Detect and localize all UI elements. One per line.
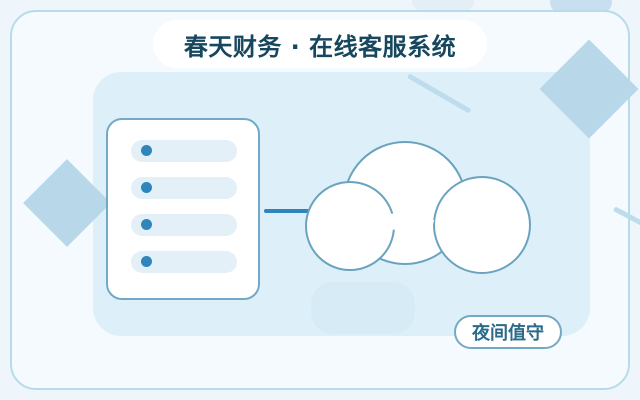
page-title: 春天财务 · 在线客服系统 xyxy=(153,20,487,68)
server-stack-icon xyxy=(106,118,260,300)
cloud-icon xyxy=(300,140,540,280)
server-row xyxy=(131,214,237,236)
status-dot-icon xyxy=(141,145,152,156)
connector-line xyxy=(264,209,332,213)
cloud-shadow xyxy=(311,282,415,334)
server-row xyxy=(131,140,237,162)
status-dot-icon xyxy=(141,219,152,230)
status-dot-icon xyxy=(141,182,152,193)
status-badge: 夜间值守 xyxy=(454,315,562,349)
status-dot-icon xyxy=(141,256,152,267)
server-row xyxy=(131,251,237,273)
server-row xyxy=(131,177,237,199)
